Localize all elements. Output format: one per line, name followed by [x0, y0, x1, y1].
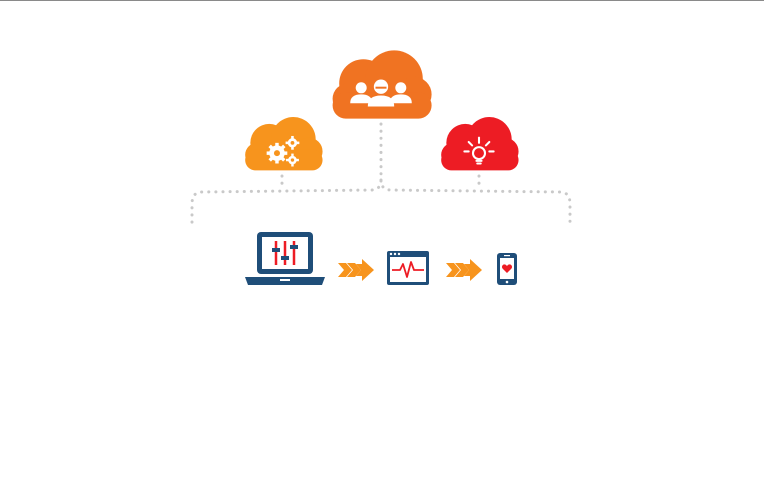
connector-lines — [190, 122, 572, 230]
phone-heart-icon — [497, 253, 517, 285]
browser-pulse-icon — [387, 251, 429, 285]
top-divider — [0, 0, 764, 1]
arrow-icon — [446, 259, 482, 281]
cloud-gears — [245, 117, 323, 171]
cloud-people — [332, 50, 432, 119]
connector-people — [190, 122, 383, 230]
laptop-sliders-icon — [245, 232, 325, 285]
cloud-idea — [441, 117, 519, 171]
connector-people-right — [379, 178, 572, 230]
lightbulb-icon — [463, 136, 495, 165]
people-icon — [350, 79, 412, 107]
gears-icon — [266, 135, 300, 167]
arrow-icon — [338, 259, 374, 281]
